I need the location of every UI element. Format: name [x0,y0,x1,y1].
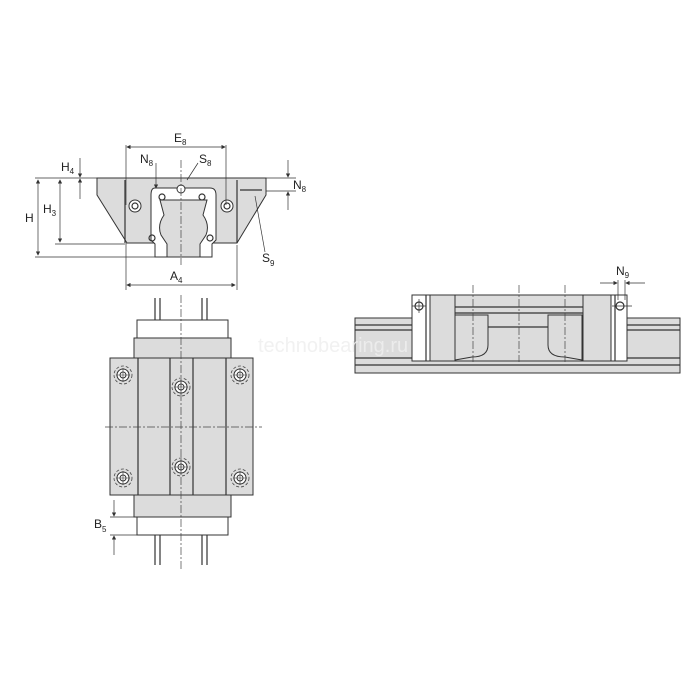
lube-nipple-right [220,199,234,213]
front-view [35,144,296,290]
label-n9: N9 [616,264,630,280]
label-a4: A4 [170,269,183,285]
top-view [105,295,262,570]
lube-nipple-left [128,199,142,213]
label-e8: E8 [174,131,187,147]
label-s8: S8 [199,152,212,168]
label-h4: H4 [61,160,75,176]
watermark: technobearing.ru [258,335,408,357]
label-s9: S9 [262,251,275,268]
rail-profile [159,199,208,258]
label-b5: B5 [94,517,107,534]
side-view [354,280,681,374]
label-h3: H3 [43,202,57,218]
label-n8-top: N8 [140,152,154,168]
label-n8-right: N8 [293,178,307,194]
label-h: H [25,211,34,225]
